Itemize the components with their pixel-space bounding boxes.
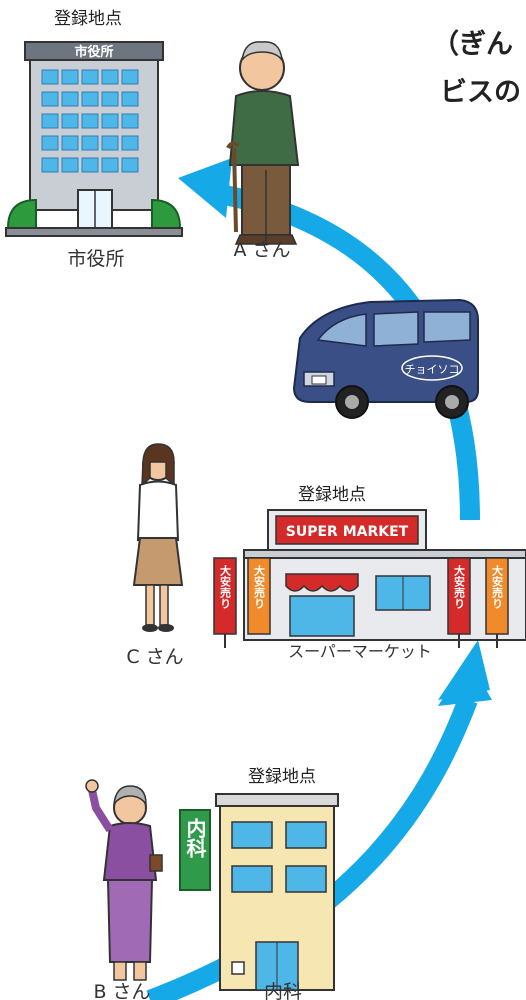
van-logo: チョイソコ <box>405 363 460 376</box>
clinic-sign: 内科 <box>183 817 207 858</box>
sale-banner-3: 大安売り <box>453 564 466 609</box>
person-a-caption: A さん <box>233 239 290 261</box>
person-a-figure <box>226 41 300 245</box>
clinic-tag: 登録地点 <box>248 767 316 787</box>
city-hall-tag: 登録地点 <box>54 9 122 29</box>
person-b-figure <box>85 779 163 981</box>
header-line-1: （ぎん <box>432 29 513 60</box>
sale-banner-4: 大安売り <box>491 564 504 609</box>
clinic-building <box>179 793 339 991</box>
sale-banner-2: 大安売り <box>253 564 266 609</box>
supermarket-tag: 登録地点 <box>298 485 366 505</box>
sale-banner-1: 大安売り <box>219 564 232 609</box>
supermarket-sign: SUPER MARKET <box>286 524 409 540</box>
person-c-figure <box>132 443 184 632</box>
supermarket-caption: スーパーマーケット <box>288 642 432 661</box>
person-c-caption: C さん <box>126 646 183 668</box>
city-hall-sign: 市役所 <box>74 44 113 60</box>
person-b-caption: B さん <box>93 981 150 1000</box>
clinic-caption: 内科 <box>264 981 302 1000</box>
choisoko-van <box>292 298 479 419</box>
supermarket-building <box>213 509 526 648</box>
city-hall-caption: 市役所 <box>67 248 124 270</box>
route-arrowhead-cityhall <box>178 158 232 218</box>
header-line-2: ビスの <box>440 77 521 108</box>
city-hall-building <box>5 41 183 237</box>
